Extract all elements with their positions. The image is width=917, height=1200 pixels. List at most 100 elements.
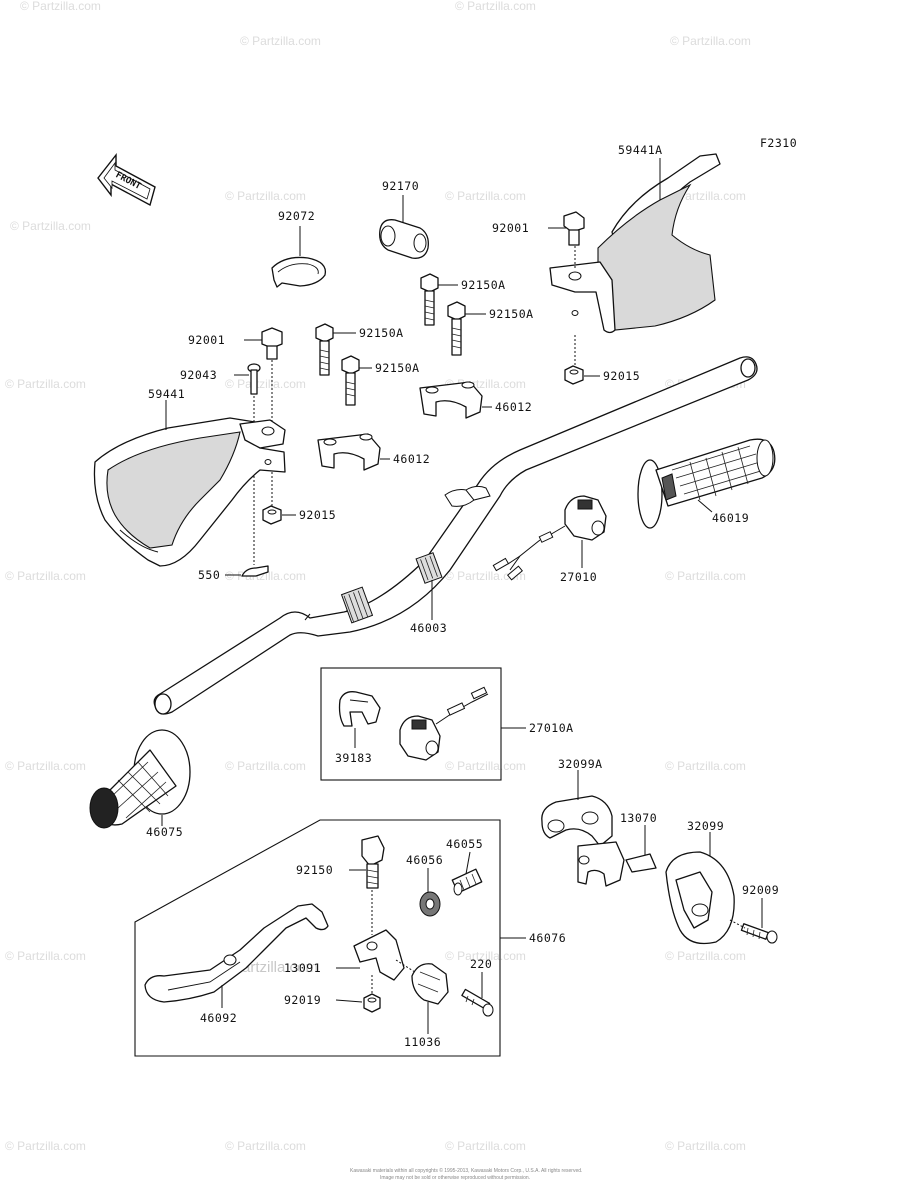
part-label: 92015 <box>299 508 336 522</box>
part-label: 46056 <box>406 853 443 867</box>
part-label: 550 <box>198 568 220 582</box>
watermark: © Partzilla.com <box>240 34 321 48</box>
lever-cover-icon[interactable] <box>411 963 449 1005</box>
watermark: © Partzilla.com <box>445 949 526 963</box>
part-label: 92015 <box>603 369 640 383</box>
nut-icon[interactable] <box>262 505 282 525</box>
part-label: 46019 <box>712 511 749 525</box>
watermark: © Partzilla.com <box>665 759 746 773</box>
lever-holder-icon[interactable] <box>665 851 735 945</box>
watermark: © Partzilla.com <box>5 569 86 583</box>
part-label: 59441 <box>148 387 185 401</box>
watermark: © Partzilla.com <box>5 759 86 773</box>
part-label: 220 <box>470 957 492 971</box>
kill-switch-icon[interactable] <box>492 495 607 581</box>
bolt-icon[interactable] <box>341 355 360 406</box>
grip-right-icon[interactable] <box>637 438 776 529</box>
nut-icon[interactable] <box>564 365 584 385</box>
kill-switch-icon[interactable] <box>399 686 489 761</box>
bolt-icon[interactable] <box>361 835 385 889</box>
lever-bracket-icon[interactable] <box>541 795 625 887</box>
watermark: © Partzilla.com <box>5 377 86 391</box>
handlebar[interactable] <box>153 356 758 715</box>
handlebar-holder-icon[interactable] <box>317 433 381 471</box>
part-label: 92150A <box>359 326 404 340</box>
part-label: 13091 <box>284 961 321 975</box>
nut-icon[interactable] <box>363 993 381 1013</box>
part-label: 46012 <box>393 452 430 466</box>
part-label: 27010 <box>560 570 597 584</box>
watermark: © Partzilla.com <box>445 1139 526 1153</box>
figure-code: F2310 <box>760 136 797 150</box>
watermark-center: Partzilla.com <box>232 959 318 976</box>
watermark-layer: © Partzilla.com © Partzilla.com © Partzi… <box>5 0 751 1153</box>
watermark: © Partzilla.com <box>445 569 526 583</box>
screw-icon[interactable] <box>740 923 778 944</box>
part-label: 32099A <box>558 757 603 771</box>
watermark: © Partzilla.com <box>445 189 526 203</box>
switch-clamp-icon[interactable] <box>338 691 381 727</box>
bolt-icon[interactable] <box>563 211 585 246</box>
grip-left-icon[interactable] <box>89 729 191 829</box>
part-label: 46076 <box>529 931 566 945</box>
switch-assembly-box <box>320 667 502 781</box>
part-label: 92150 <box>296 863 333 877</box>
part-label: 92170 <box>382 179 419 193</box>
band-clamp-icon[interactable] <box>271 256 327 288</box>
cotter-pin-icon[interactable] <box>241 565 269 577</box>
part-label: 46055 <box>446 837 483 851</box>
part-label: 39183 <box>335 751 372 765</box>
lever-perch-icon[interactable] <box>353 929 419 981</box>
watermark: © Partzilla.com <box>5 1139 86 1153</box>
pin-icon[interactable] <box>247 363 261 395</box>
part-label: 92001 <box>188 333 225 347</box>
watermark: © Partzilla.com <box>665 569 746 583</box>
part-label: 46012 <box>495 400 532 414</box>
part-label: 92072 <box>278 209 315 223</box>
copyright-footer: Kawasaki materials within all copyrights… <box>350 1167 582 1174</box>
watermark: © Partzilla.com <box>445 759 526 773</box>
bolt-icon[interactable] <box>420 273 439 326</box>
bolt-icon[interactable] <box>461 988 494 1017</box>
hand-guard-left[interactable] <box>93 417 286 567</box>
part-label: 59441A <box>618 143 663 157</box>
part-label: 92150A <box>461 278 506 292</box>
copyright-footer: Image may not be sold or otherwise repro… <box>380 1175 530 1181</box>
part-label: 92043 <box>180 368 217 382</box>
part-label: 92001 <box>492 221 529 235</box>
bolt-icon[interactable] <box>447 301 466 356</box>
watermark: © Partzilla.com <box>225 189 306 203</box>
watermark: © Partzilla.com <box>665 1139 746 1153</box>
clamp-icon[interactable] <box>379 219 429 259</box>
part-label: 46003 <box>410 621 447 635</box>
bolt-icon[interactable] <box>261 327 283 360</box>
watermark: © Partzilla.com <box>5 949 86 963</box>
watermark: © Partzilla.com <box>670 34 751 48</box>
part-label: 92150A <box>489 307 534 321</box>
bolt-icon[interactable] <box>315 323 334 376</box>
part-label: 13070 <box>620 811 657 825</box>
watermark: © Partzilla.com <box>10 219 91 233</box>
watermark: © Partzilla.com <box>665 949 746 963</box>
watermark: © Partzilla.com <box>20 0 101 13</box>
watermark: © Partzilla.com <box>225 377 306 391</box>
part-label: 92009 <box>742 883 779 897</box>
shim-icon[interactable] <box>625 853 657 873</box>
knurled-knob-icon[interactable] <box>419 891 441 917</box>
clutch-lever-icon[interactable] <box>144 903 329 1003</box>
watermark: © Partzilla.com <box>455 0 536 13</box>
adjuster-icon[interactable] <box>451 868 483 896</box>
handlebar-holder-icon[interactable] <box>419 381 483 419</box>
front-arrow-icon: FRONT <box>97 152 156 207</box>
part-label: 11036 <box>404 1035 441 1049</box>
part-label: 92019 <box>284 993 321 1007</box>
part-label: 46092 <box>200 1011 237 1025</box>
hand-guard-right[interactable] <box>549 153 721 334</box>
part-label: 46075 <box>146 825 183 839</box>
part-label: 92150A <box>375 361 420 375</box>
watermark: © Partzilla.com <box>225 1139 306 1153</box>
part-label: 27010A <box>529 721 574 735</box>
part-label: 32099 <box>687 819 724 833</box>
watermark: © Partzilla.com <box>225 759 306 773</box>
